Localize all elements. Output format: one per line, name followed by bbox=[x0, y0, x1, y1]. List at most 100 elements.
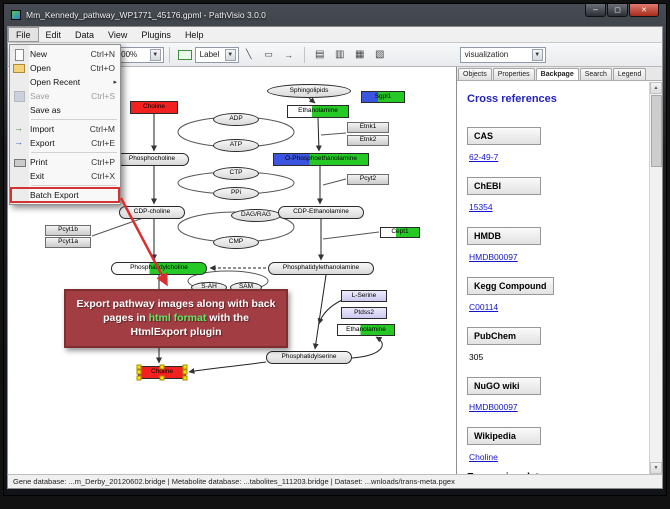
selection-handle[interactable] bbox=[159, 364, 165, 369]
pathway-node-ctp[interactable]: CTP bbox=[213, 166, 259, 180]
pathway-node-choline[interactable]: Choline bbox=[136, 364, 188, 380]
open-folder-icon bbox=[13, 62, 25, 74]
pathway-node-choline[interactable]: Choline bbox=[130, 100, 178, 114]
pathway-node-cdp-choline[interactable]: CDP-choline bbox=[119, 205, 185, 219]
selection-handle[interactable] bbox=[159, 375, 165, 380]
pathway-node-pcyt2[interactable]: Pcyt2 bbox=[347, 173, 389, 185]
toolbar-separator bbox=[168, 46, 170, 63]
pathway-node-ptdss2[interactable]: Ptdss2 bbox=[341, 307, 387, 319]
pathway-node-cept1[interactable]: Cept1 bbox=[380, 226, 420, 238]
tab-backpage[interactable]: Backpage bbox=[535, 68, 579, 80]
close-button[interactable] bbox=[629, 4, 659, 17]
file-menu-item-open-recent[interactable]: Open Recent▸ bbox=[11, 75, 119, 89]
menu-data[interactable]: Data bbox=[75, 29, 95, 40]
xref-id-kegg-compound[interactable]: C00114 bbox=[469, 302, 499, 312]
pathway-node-phosphatidylcholine[interactable]: Phosphatidylcholine bbox=[111, 261, 207, 275]
xref-id-nugo-wiki[interactable]: HMDB00097 bbox=[469, 402, 518, 412]
xref-db-pubchem: PubChem bbox=[467, 327, 541, 345]
pathway-node-ethanolamine[interactable]: Ethanolamine bbox=[337, 324, 395, 336]
xref-id-chebi[interactable]: 15354 bbox=[469, 202, 493, 212]
tab-search[interactable]: Search bbox=[579, 68, 612, 80]
xref-id-cas[interactable]: 62-49-7 bbox=[469, 152, 499, 162]
pathway-node-cmp[interactable]: CMP bbox=[213, 235, 259, 249]
xref-id-hmdb[interactable]: HMDB00097 bbox=[469, 252, 518, 262]
tab-properties[interactable]: Properties bbox=[492, 68, 535, 80]
selection-handle[interactable] bbox=[182, 369, 188, 375]
xref-db-cas: CAS bbox=[467, 127, 541, 145]
chevron-down-icon[interactable] bbox=[149, 48, 161, 61]
distribute-vertical-icon[interactable] bbox=[371, 47, 389, 63]
align-center-icon[interactable] bbox=[331, 47, 349, 63]
pathway-node-etnk2[interactable]: Etnk2 bbox=[347, 134, 389, 146]
menu-item-shortcut: Ctrl+N bbox=[90, 49, 115, 59]
pathway-node-atp[interactable]: ATP bbox=[213, 138, 259, 152]
pathway-node-o-phosphoethanolamine[interactable]: O-Phosphoethanolamine bbox=[273, 152, 369, 166]
menu-view[interactable]: View bbox=[108, 29, 128, 40]
file-menu-item-save-as[interactable]: Save as bbox=[11, 103, 119, 117]
gene-product-tool-icon[interactable] bbox=[176, 47, 194, 63]
menu-item-label: Open Recent bbox=[30, 77, 81, 87]
annotation-text: with the HtmlExport plugin bbox=[130, 312, 249, 339]
pathway-node-pcyt1a[interactable]: Pcyt1a bbox=[45, 236, 91, 248]
menu-item-label: Open bbox=[30, 63, 51, 73]
scroll-down-icon[interactable] bbox=[650, 462, 662, 474]
menu-item-label: Import bbox=[30, 124, 55, 134]
pathway-node-pcyt1b[interactable]: Pcyt1b bbox=[45, 224, 91, 236]
scrollbar-thumb[interactable] bbox=[650, 95, 662, 167]
pathway-node-cdp-ethanolamine[interactable]: CDP-Ethanolamine bbox=[278, 205, 364, 219]
menu-help[interactable]: Help bbox=[184, 29, 204, 40]
minimize-button[interactable] bbox=[585, 4, 606, 17]
align-left-icon[interactable] bbox=[311, 47, 329, 63]
pathway-node-dag-rag[interactable]: DAG/RAG bbox=[231, 208, 281, 222]
selection-handle[interactable] bbox=[136, 369, 142, 375]
zoom-value: 100% bbox=[116, 50, 138, 59]
selection-handle[interactable] bbox=[182, 375, 188, 380]
pathway-node-phosphatidylethanolamine[interactable]: Phosphatidylethanolamine bbox=[268, 261, 374, 275]
menu-plugins[interactable]: Plugins bbox=[141, 29, 171, 40]
pathway-node-l-serine[interactable]: L-Serine bbox=[341, 290, 387, 302]
pathway-node-sphingolipids[interactable]: Sphingolipids bbox=[267, 84, 351, 98]
selection-handle[interactable] bbox=[182, 364, 188, 369]
sidepanel-scrollbar[interactable] bbox=[649, 82, 662, 474]
titlebar[interactable]: Mm_Kennedy_pathway_WP1771_45176.gpml - P… bbox=[7, 4, 663, 26]
chevron-down-icon[interactable] bbox=[531, 48, 543, 61]
menu-file[interactable]: File bbox=[8, 27, 39, 42]
scroll-up-icon[interactable] bbox=[650, 82, 662, 94]
visualization-combo[interactable]: visualization bbox=[459, 46, 546, 63]
xref-id-wikipedia[interactable]: Choline bbox=[469, 452, 498, 462]
zoom-combo[interactable]: 100% bbox=[111, 46, 164, 63]
tab-objects[interactable]: Objects bbox=[458, 68, 492, 80]
menu-edit[interactable]: Edit bbox=[45, 29, 62, 40]
selection-handle[interactable] bbox=[136, 375, 142, 380]
connector-tool-icon[interactable] bbox=[280, 47, 298, 63]
menu-item-shortcut: Ctrl+X bbox=[91, 171, 115, 181]
pathway-node-etnk1[interactable]: Etnk1 bbox=[347, 121, 389, 133]
expression-data-heading: Expression data bbox=[467, 472, 639, 474]
pathway-node-adp[interactable]: ADP bbox=[213, 112, 259, 126]
chevron-down-icon[interactable] bbox=[224, 48, 236, 61]
line-tool-icon[interactable] bbox=[240, 47, 258, 63]
pathway-node-ppi[interactable]: PPi bbox=[213, 186, 259, 200]
shape-tool-icon[interactable] bbox=[260, 47, 278, 63]
pathway-node-phosphatidylserine[interactable]: Phosphatidylserine bbox=[266, 350, 352, 364]
selection-handle[interactable] bbox=[136, 364, 142, 369]
pathway-node-ethanolamine[interactable]: Ethanolamine bbox=[287, 104, 349, 118]
pathway-node-phosphocholine[interactable]: Phosphocholine bbox=[115, 152, 189, 166]
xref-db-nugo-wiki: NuGO wiki bbox=[467, 377, 541, 395]
tab-legend[interactable]: Legend bbox=[612, 68, 647, 80]
pathway-node-sgpl1[interactable]: Sgpl1 bbox=[361, 91, 405, 103]
maximize-button[interactable] bbox=[607, 4, 628, 17]
distribute-horizontal-icon[interactable] bbox=[351, 47, 369, 63]
file-menu-item-batch-export[interactable]: Batch Export bbox=[10, 187, 120, 203]
label-combo[interactable]: Label bbox=[194, 46, 239, 63]
